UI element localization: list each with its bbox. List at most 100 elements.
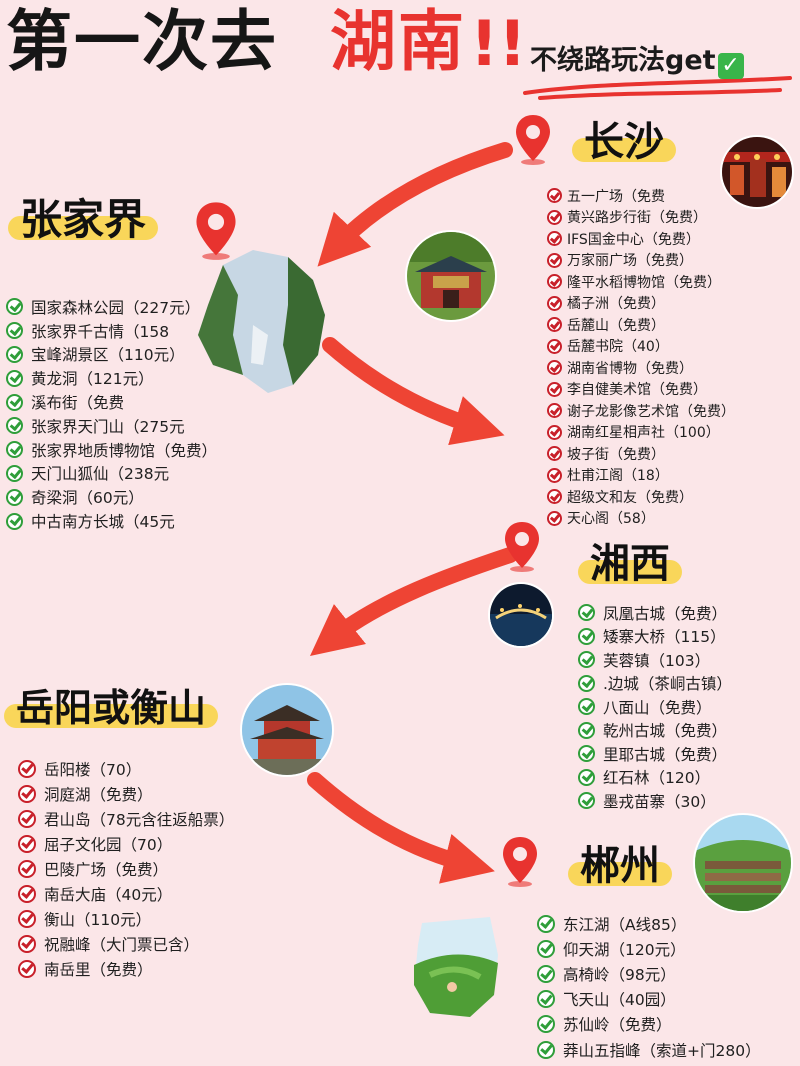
check-icon <box>537 990 555 1009</box>
list-item: 芙蓉镇（103） <box>578 648 732 672</box>
page-title-bang: !! <box>470 7 527 80</box>
list-item-text: 天心阁（58） <box>567 511 655 528</box>
list-item-text: 洞庭湖（免费） <box>44 785 153 804</box>
list-item: 南岳大庙（40元） <box>18 881 234 906</box>
list-item-text: 乾州古城（免费） <box>603 722 728 741</box>
check-icon <box>547 252 562 268</box>
list-item-text: 橘子洲（免费） <box>567 296 665 313</box>
list-item: 溪布街（免费 <box>6 390 217 414</box>
list-item: 橘子洲（免费） <box>547 293 735 315</box>
title-underline <box>523 76 792 100</box>
list-item: 屈子文化园（70） <box>18 831 234 856</box>
check-icon <box>547 209 562 225</box>
list-item-text: 超级文和友（免费） <box>567 489 693 506</box>
list-item: .边城（茶峒古镇） <box>578 672 732 696</box>
list-item: 东江湖（A线85） <box>537 911 761 936</box>
list-item-text: 高椅岭（98元） <box>563 965 676 984</box>
list-item: 里耶古城（免费） <box>578 742 732 766</box>
check-icon <box>18 759 36 778</box>
check-icon <box>18 884 36 903</box>
arrow-icon <box>310 547 518 656</box>
list-item-text: 飞天山（40园） <box>563 991 676 1010</box>
region-label-zhangjiajie: 张家界 <box>8 196 159 244</box>
list-item: 仰天湖（120元） <box>537 936 761 961</box>
list-item: 莽山五指峰（索道+门280） <box>537 1037 761 1062</box>
list-item: 红石林（120） <box>578 766 732 790</box>
check-icon <box>578 627 595 645</box>
list-item-text: 奇梁洞（60元） <box>31 489 144 508</box>
list-item-text: 张家界天门山（275元 <box>31 417 185 436</box>
check-icon <box>547 424 562 440</box>
list-item: 奇梁洞（60元） <box>6 485 217 509</box>
list-item-text: 坡子街（免费） <box>567 446 665 463</box>
list-item: 杜甫江阁（18） <box>547 465 735 487</box>
list-item: 南岳里（免费） <box>18 956 234 981</box>
page-title-highlight: 湖南 <box>330 3 466 80</box>
list-item-text: 张家界地质博物馆（免费） <box>31 441 218 460</box>
check-icon <box>547 446 562 462</box>
list-item-text: 杜甫江阁（18） <box>567 468 669 485</box>
check-icon <box>547 231 562 247</box>
check-icon <box>547 338 562 354</box>
list-item-text: 隆平水稻博物馆（免费） <box>567 274 721 291</box>
list-item: 五一广场（免费 <box>547 185 735 207</box>
region-label-yueyang: 岳阳或衡山 <box>4 684 219 732</box>
list-item-text: 岳阳楼（70） <box>44 760 142 779</box>
list-item: 张家界千古情（158 <box>6 319 217 343</box>
xiangxi-list: 凤凰古城（免费）矮寨大桥（115）芙蓉镇（103）.边城（茶峒古镇）八面山（免费… <box>578 601 732 813</box>
check-icon <box>18 784 36 803</box>
list-item: 君山岛（78元含往返船票） <box>18 806 234 831</box>
yueyang-photo <box>240 683 334 777</box>
chenzhou-photo <box>693 813 793 913</box>
list-item-text: 岳麓书院（40） <box>567 339 669 356</box>
list-item-text: 万家丽广场（免费） <box>567 253 693 270</box>
check-icon: ✓ <box>717 53 744 79</box>
list-item-text: IFS国金中心（免费） <box>567 231 700 248</box>
list-item-text: 溪布街（免费 <box>31 394 125 413</box>
list-item-text: 君山岛（78元含往返船票） <box>44 810 235 829</box>
list-item: 中古南方长城（45元 <box>6 509 217 533</box>
yueyang-list: 岳阳楼（70） 洞庭湖（免费） 君山岛（78元含往返船票） 屈子文化园（70） 巴陵广场… <box>18 756 234 981</box>
list-item-text: 南岳大庙（40元） <box>44 885 173 904</box>
list-item: 万家丽广场（免费） <box>547 250 735 272</box>
check-icon <box>547 317 562 333</box>
list-item-text: 天门山狐仙（238元 <box>31 465 170 484</box>
list-item: 岳麓书院（40） <box>547 336 735 358</box>
changsha-list: 五一广场（免费黄兴路步行街（免费） IFS国金中心（免费） 万家丽广场（免费） 隆平水… <box>547 185 735 529</box>
list-item-text: 黄兴路步行街（免费） <box>567 210 707 227</box>
list-item-text: 中古南方长城（45元 <box>31 513 175 532</box>
check-icon <box>547 381 562 397</box>
check-icon <box>578 792 595 810</box>
check-icon <box>537 1015 555 1034</box>
yuelu-photo <box>405 230 497 322</box>
map-pin-icon <box>503 837 537 887</box>
list-item: 天门山狐仙（238元 <box>6 462 217 486</box>
list-item: 岳麓山（免费） <box>547 314 735 336</box>
check-icon <box>578 768 595 786</box>
list-item-text: 衡山（110元） <box>44 910 152 929</box>
list-item-text: 巴陵广场（免费） <box>44 860 169 879</box>
list-item: 湖南红星相声社（100） <box>547 422 735 444</box>
check-icon <box>578 604 595 622</box>
list-item: 张家界天门山（275元 <box>6 414 217 438</box>
arrow-icon <box>322 337 505 446</box>
list-item: 飞天山（40园） <box>537 987 761 1012</box>
list-item: 谢子龙影像艺术馆（免费） <box>547 400 735 422</box>
check-icon <box>18 834 36 853</box>
arrow-icon <box>307 772 495 884</box>
list-item: 衡山（110元） <box>18 906 234 931</box>
list-item-text: 凤凰古城（免费） <box>603 604 728 623</box>
check-icon <box>547 467 562 483</box>
check-icon <box>6 298 23 316</box>
list-item: 苏仙岭（免费） <box>537 1012 761 1037</box>
check-icon <box>6 417 23 435</box>
check-icon <box>578 698 595 716</box>
list-item: IFS国金中心（免费） <box>547 228 735 250</box>
list-item: 矮寨大桥（115） <box>578 625 732 649</box>
xiangxi-photo <box>488 582 554 648</box>
list-item-text: 湖南红星相声社（100） <box>567 425 720 442</box>
list-item: 巴陵广场（免费） <box>18 856 234 881</box>
chenzhou-field-photo <box>410 915 502 1020</box>
